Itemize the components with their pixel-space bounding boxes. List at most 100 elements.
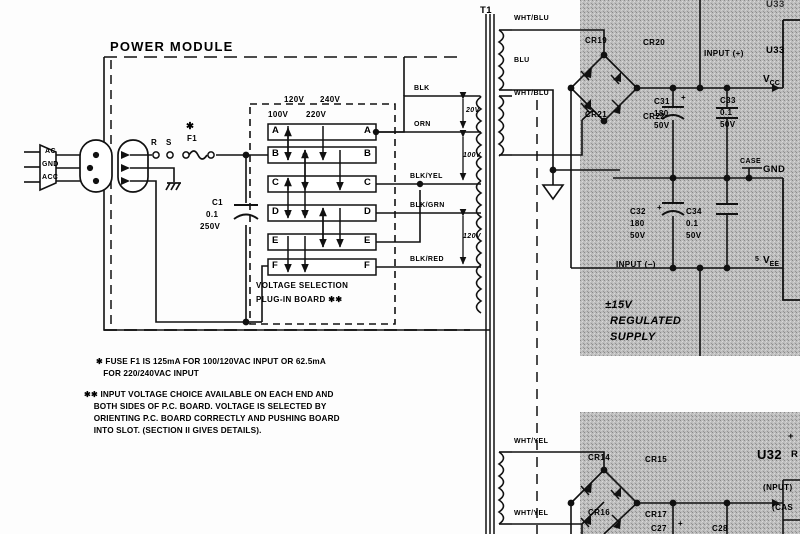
supply-block-label-line1: ±15V (605, 299, 633, 311)
diode-cr15-label: CR15 (645, 455, 668, 464)
c34-value-label: 0.1 (686, 219, 699, 228)
c32-ref-label: C32 (630, 207, 646, 216)
page-title: POWER MODULE (110, 39, 234, 54)
wire-label-blk: BLK (414, 85, 430, 92)
wire-label-orn: ORN (414, 121, 431, 128)
u33-vcc-pin-label: VCC (763, 74, 780, 87)
top-secondary-ground-icon (541, 170, 565, 201)
capacitor-c1 (233, 204, 259, 220)
vsel-pad-d-left: D (272, 206, 280, 217)
diode-cr19-label: CR19 (585, 36, 608, 45)
c34-rating-label: 50V (686, 231, 702, 240)
c32-value-label: 180 (630, 219, 645, 228)
c28-ref-label: C28 (712, 524, 728, 533)
c1-rating-label: 250V (200, 222, 221, 231)
chassis-ground-icon (165, 182, 181, 191)
capacitor-c34 (716, 203, 738, 215)
u32-pin-case: (CAS (772, 503, 794, 512)
vsel-pad-e-left: E (272, 235, 279, 246)
c31-ref-label: C31 (654, 97, 670, 106)
switch-label-s: S (166, 138, 172, 147)
top-secondary-wiring (512, 29, 620, 171)
u33-vee-pin-label: VEE (763, 255, 779, 268)
vsel-pad-a-right: A (364, 125, 372, 136)
vsel-header-120v: 120V (284, 95, 305, 104)
shaded-region-bottom (580, 412, 800, 534)
c32-polarity-label: + (657, 203, 663, 212)
top-supply-rails (570, 0, 783, 356)
regulator-u33-outline (782, 19, 800, 301)
u32-ref-label: U32 (757, 447, 783, 462)
diode-cr22-label: CR22 (643, 112, 666, 121)
inlet-connector-pins (121, 151, 130, 185)
c33-ref-label: C33 (720, 96, 736, 105)
c1-ref-label: C1 (212, 198, 224, 207)
u33-ref-label: U33 (766, 45, 785, 56)
voltage-select-board-outline[interactable] (249, 103, 396, 325)
wire-label-wht-yel-1: WHT/YEL (514, 438, 549, 445)
transformer-t1-core (485, 14, 495, 534)
power-switch[interactable] (152, 151, 174, 159)
u33-ref-label-top: U33 (766, 0, 785, 10)
vsel-pad-b-right: B (364, 148, 372, 159)
voltage-select-pads[interactable] (267, 123, 377, 276)
capacitor-c31 (661, 106, 685, 120)
transformer-primary-winding (475, 95, 483, 314)
u33-pin-input-positive: INPUT (+) (704, 49, 744, 58)
switch-label-r: R (151, 138, 158, 147)
footnote-voltage-choice: ✱✱ INPUT VOLTAGE CHOICE AVAILABLE ON EAC… (84, 390, 340, 435)
vcc-text: V (763, 74, 770, 85)
vsel-pad-f-right: F (364, 260, 371, 271)
top-rail-junction-dots (669, 84, 753, 272)
u32-ref-suffix: R (791, 449, 799, 460)
vsel-pad-c-left: C (272, 177, 280, 188)
bridge-top-diode-glyphs (580, 67, 621, 114)
diode-cr21-label: CR21 (585, 110, 608, 119)
wire-label-blk-grn: BLK/GRN (410, 202, 445, 209)
bottom-rail-junction-dots (669, 499, 731, 507)
vee-text: V (763, 255, 770, 266)
c33-value-label: 0.1 (720, 108, 733, 117)
fuse-f1 (182, 150, 215, 160)
u33-gnd-pin-label: GND (763, 164, 786, 175)
c31-polarity-label: + (681, 93, 687, 102)
wire-label-wht-yel-2: WHT/YEL (514, 510, 549, 517)
vsel-header-100v: 100V (268, 110, 289, 119)
supply-block-label-line2: REGULATED (610, 315, 682, 327)
line-junction-dots (242, 151, 250, 326)
vsel-caption-line1: VOLTAGE SELECTION (256, 281, 349, 290)
u33-pin-input-negative: INPUT (−) (616, 260, 656, 269)
transformer-secondary-winding-bottom (497, 451, 512, 525)
receptacle-contacts (86, 151, 100, 185)
fuse-ref-label: F1 (187, 134, 198, 143)
u33-pin-case: CASE (740, 158, 762, 165)
board-wire-junctions (372, 128, 424, 188)
capacitor-c33 (716, 107, 738, 119)
transformer-ref-label: T1 (480, 5, 492, 16)
vsel-pad-f-left: F (272, 260, 279, 271)
c27-polarity-label: + (678, 519, 684, 528)
u32-polarity-marker: + (788, 431, 794, 442)
bridge-bottom-diode-glyphs (580, 482, 621, 529)
c31-value-label: 180 (654, 109, 669, 118)
diode-cr16-label: CR16 (588, 508, 611, 517)
wire-label-blu: BLU (514, 57, 530, 64)
wire-label-blk-yel: BLK/YEL (410, 173, 443, 180)
u33-vee-pin-number: 5 (755, 256, 760, 263)
c27-ref-label: C27 (651, 524, 667, 533)
vsel-header-220v: 220V (306, 110, 327, 119)
c32-rating-label: 50V (630, 231, 646, 240)
primary-tap-100v: 100V (463, 152, 481, 159)
c33-rating-label: 50V (720, 120, 736, 129)
plug-pin-acc: ACC (42, 174, 59, 181)
c1-value-label: 0.1 (206, 210, 219, 219)
regulator-u32-pin-arrow (772, 499, 780, 507)
diode-cr17-label: CR17 (645, 510, 668, 519)
vsel-pad-b-left: B (272, 148, 280, 159)
vsel-pad-a-left: A (272, 125, 280, 136)
vee-subscript: EE (769, 261, 780, 268)
supply-block-label-line3: SUPPLY (610, 331, 656, 343)
footnote-fuse: ✱ FUSE F1 IS 125mA FOR 100/120VAC INPUT … (96, 357, 326, 378)
